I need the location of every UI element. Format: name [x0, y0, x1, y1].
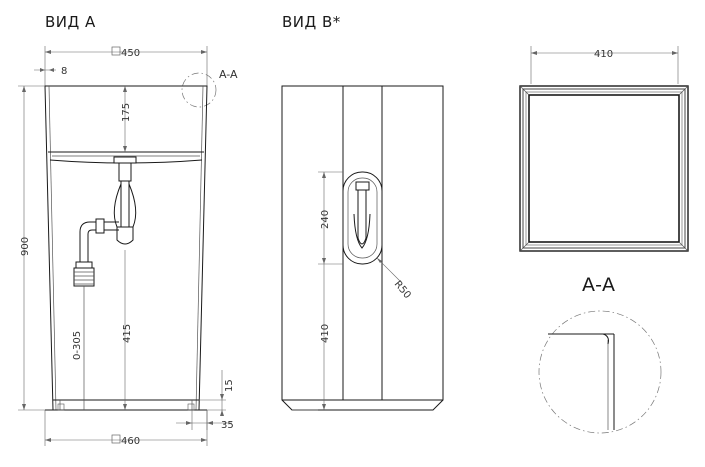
dim-base-width-label: 460 [121, 436, 140, 447]
section-detail: A-A [538, 274, 662, 434]
dim-top-width: 450 [44, 46, 208, 86]
dim-opening-height-label: 240 [320, 210, 331, 229]
dim-base-width: 460 [44, 410, 208, 447]
dim-opening-radius-label: R50 [392, 279, 413, 301]
view-b-body [281, 85, 444, 411]
dim-opening-bottom: 410 [292, 264, 331, 411]
view-b-title: ВИД В* [282, 13, 341, 31]
view-a-title: ВИД А [45, 13, 96, 31]
dim-drain-height-label: 415 [122, 324, 133, 343]
dim-plinth-height-label: 15 [224, 379, 235, 392]
dim-drain-range: 0-305 [72, 331, 83, 360]
dim-opening-bottom-label: 410 [320, 324, 331, 343]
dim-top-view-width-label: 410 [594, 49, 613, 60]
dim-plinth-setback: 35 [176, 410, 234, 431]
view-b: ВИД В* 240 R50 [281, 13, 444, 411]
dim-plinth-setback-label: 35 [221, 420, 234, 431]
dim-bowl-depth-label: 175 [121, 103, 132, 122]
dim-top-view-width: 410 [530, 46, 679, 84]
dim-drain-height: 415 [122, 250, 133, 410]
section-marker-label: A-A [219, 68, 238, 81]
view-a: ВИД А 450 8 A-A [18, 13, 238, 447]
dim-wall-offset: 8 [34, 66, 67, 77]
dim-drain-range-label: 0-305 [72, 331, 83, 360]
dim-plinth-height: 15 [199, 370, 235, 416]
basin-body [44, 85, 208, 411]
dim-total-height: 900 [18, 85, 45, 411]
siphon [73, 156, 137, 410]
section-marker: A-A [181, 68, 238, 108]
dim-total-height-label: 900 [20, 237, 31, 256]
dim-top-width-label: 450 [121, 48, 140, 59]
dim-opening-height: 240 [318, 171, 343, 265]
section-detail-title: A-A [582, 274, 616, 296]
dim-wall-offset-label: 8 [61, 66, 67, 77]
dim-bowl-depth: 175 [121, 86, 132, 152]
top-view: 410 [519, 46, 689, 252]
